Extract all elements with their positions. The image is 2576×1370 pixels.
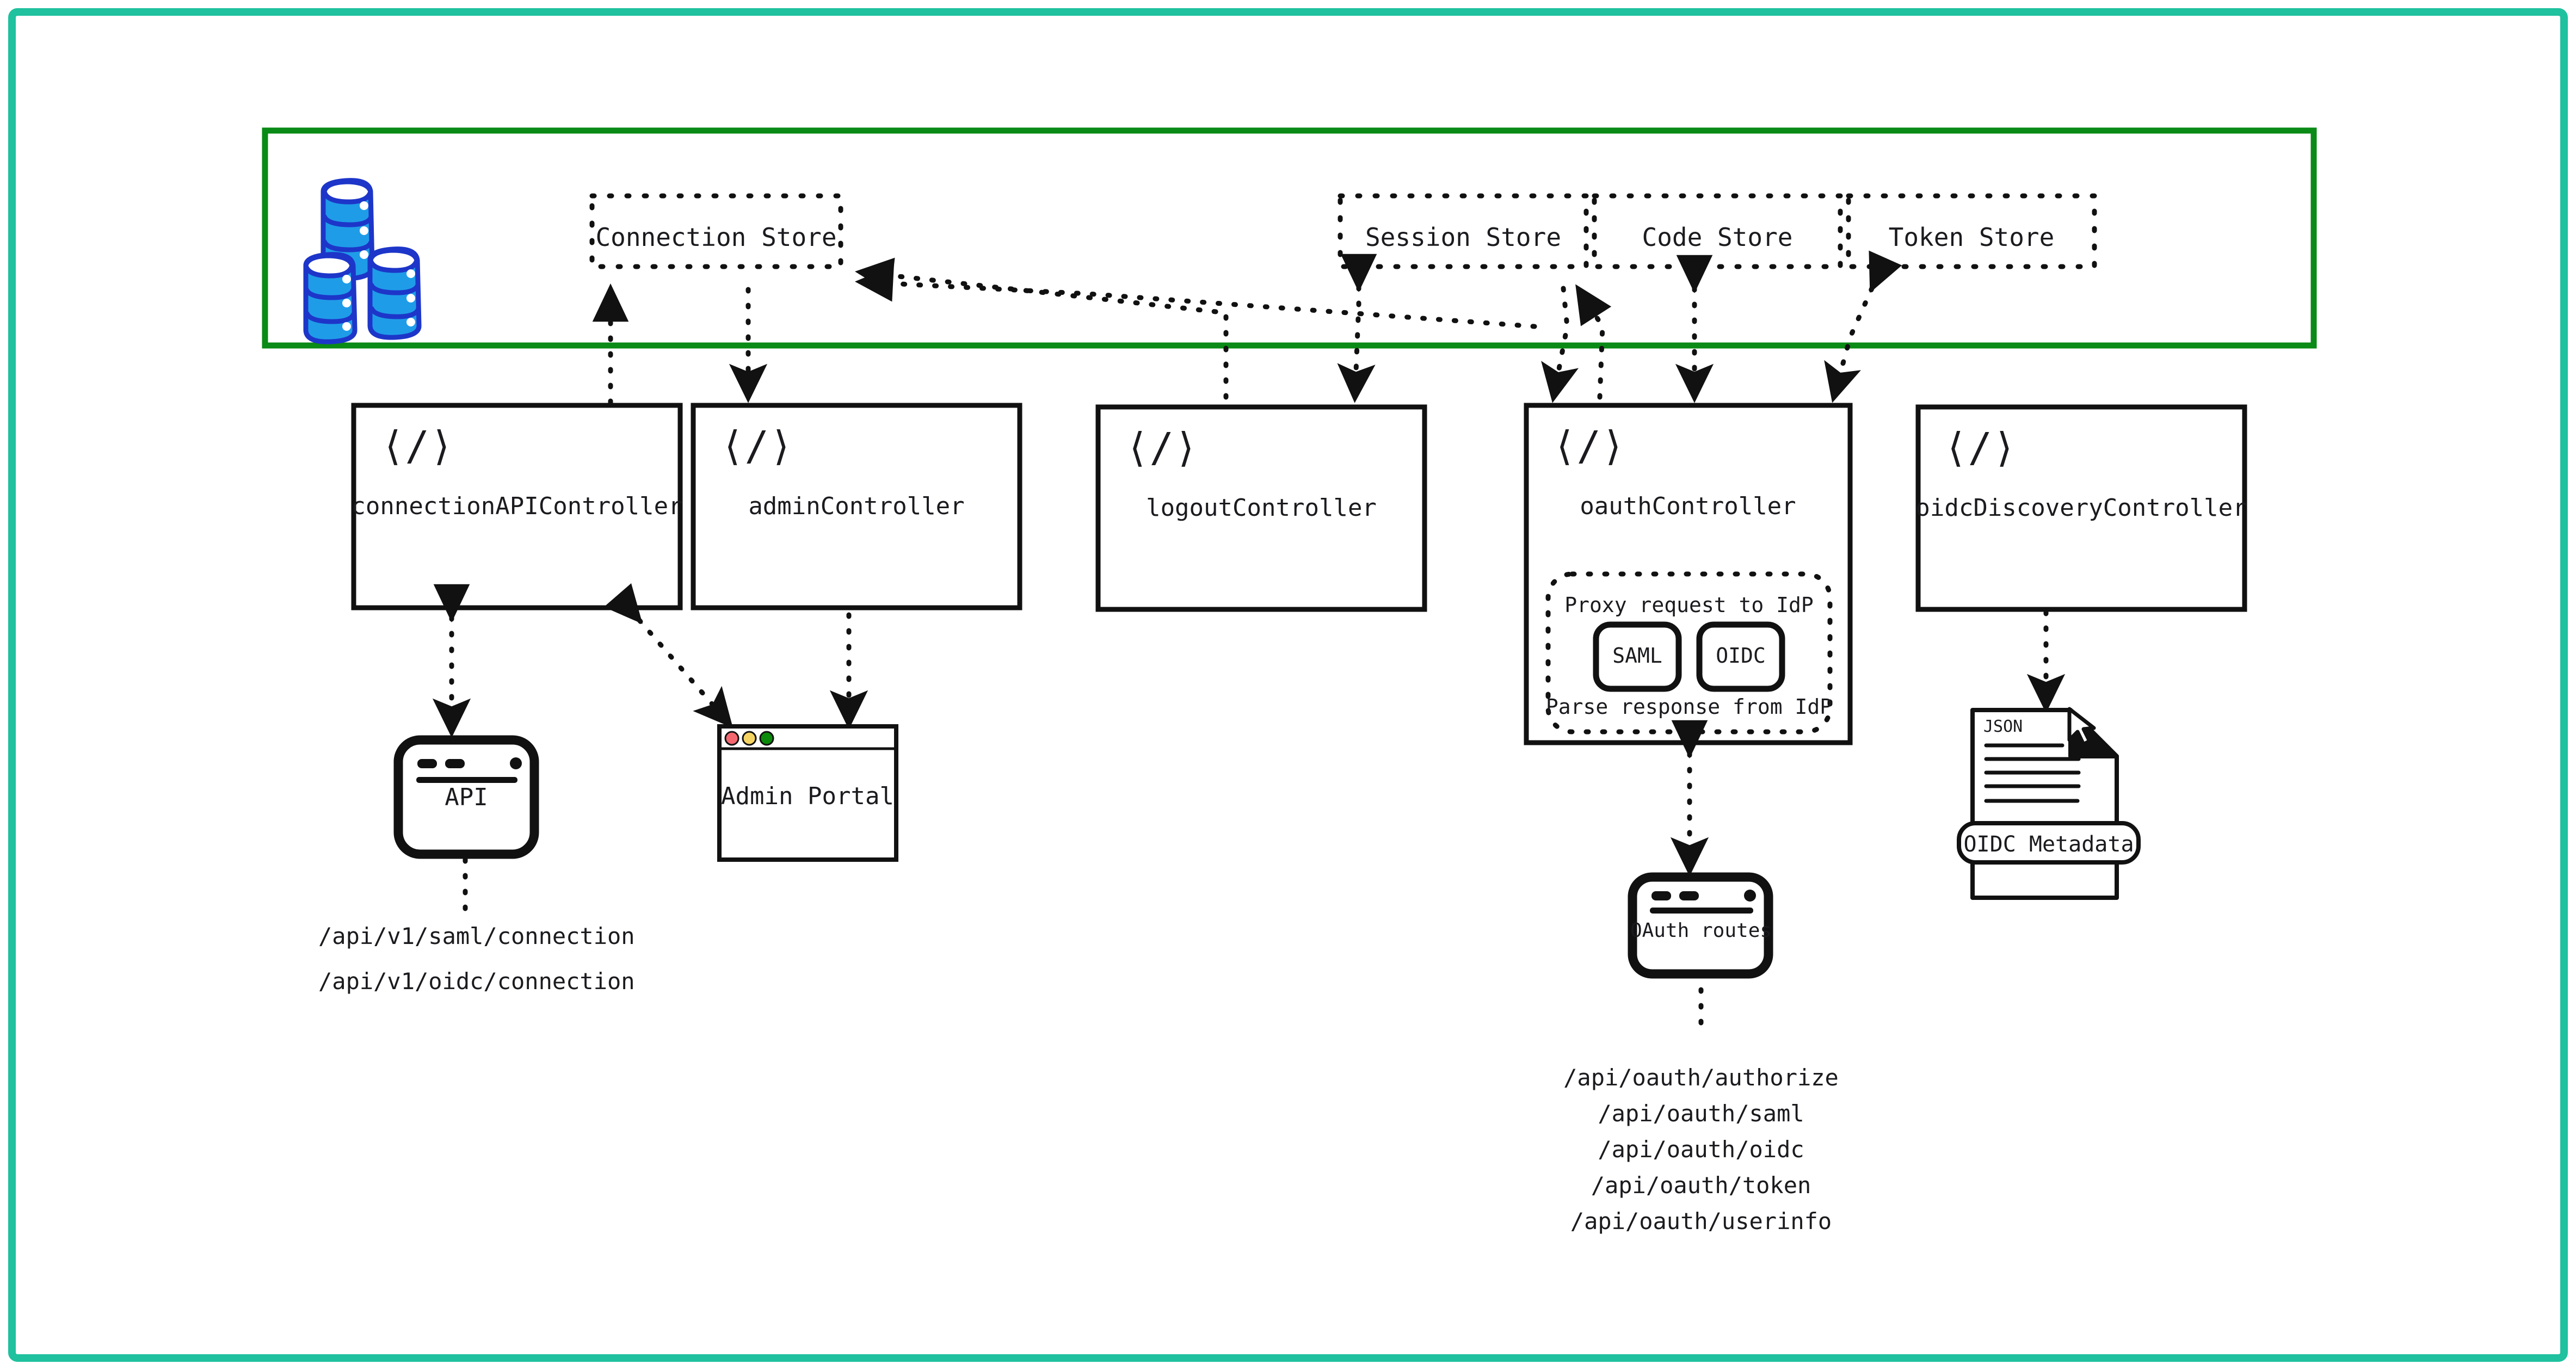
store-label: Code Store bbox=[1642, 223, 1793, 252]
protocol-chip-oidc[interactable]: OIDC bbox=[1696, 621, 1785, 692]
json-badge-label: JSON bbox=[1983, 717, 2023, 736]
controller-card-oauth-controller[interactable]: ⟨/⟩ oauthController Proxy request to IdP… bbox=[1524, 403, 1853, 745]
protocol-chip-saml[interactable]: SAML bbox=[1593, 621, 1682, 692]
oidc-metadata-label: OIDC Metadata bbox=[1963, 832, 2134, 857]
traffic-light-yellow bbox=[742, 731, 757, 746]
api-window-label: API bbox=[445, 783, 488, 811]
controller-card-oidc-discovery-controller[interactable]: ⟨/⟩ oidcDiscoveryController bbox=[1915, 404, 2247, 612]
oauth-routes-label: OAuth routes bbox=[1630, 919, 1772, 942]
idp-proxy-top-label: Proxy request to IdP bbox=[1564, 593, 1814, 617]
connection-endpoint: /api/v1/oidc/connection bbox=[318, 968, 635, 995]
code-brackets-icon: ⟨/⟩ bbox=[381, 423, 454, 470]
admin-portal-window[interactable]: Admin Portal bbox=[717, 724, 898, 862]
database-stack-icon bbox=[303, 178, 422, 344]
controller-card-admin-controller[interactable]: ⟨/⟩ adminController bbox=[691, 403, 1022, 610]
traffic-light-green bbox=[759, 731, 774, 746]
controller-label: oidcDiscoveryController bbox=[1915, 494, 2247, 522]
mouse-pointer-icon bbox=[2067, 707, 2096, 746]
controller-label: connectionAPIController bbox=[351, 492, 682, 520]
oauth-endpoint: /api/oauth/oidc bbox=[1598, 1136, 1804, 1163]
store-label: Session Store bbox=[1365, 223, 1561, 252]
api-window[interactable]: API bbox=[393, 735, 539, 859]
oauth-endpoint: /api/oauth/userinfo bbox=[1570, 1208, 1832, 1235]
controller-card-connection-api-controller[interactable]: ⟨/⟩ connectionAPIController bbox=[351, 403, 683, 610]
json-document-icon[interactable]: JSON bbox=[1970, 708, 2119, 900]
controller-label: logoutController bbox=[1146, 494, 1377, 522]
oauth-routes-window[interactable]: OAuth routes bbox=[1628, 872, 1773, 979]
store-group-container bbox=[262, 127, 2317, 349]
admin-portal-label: Admin Portal bbox=[721, 782, 894, 810]
outer-frame bbox=[8, 8, 2568, 1362]
code-brackets-icon: ⟨/⟩ bbox=[1125, 424, 1198, 471]
controller-card-logout-controller[interactable]: ⟨/⟩ logoutController bbox=[1095, 404, 1427, 612]
store-box-token-store[interactable]: Token Store bbox=[1846, 193, 2097, 269]
code-brackets-icon: ⟨/⟩ bbox=[720, 423, 793, 470]
store-box-session-store[interactable]: Session Store bbox=[1338, 193, 1589, 269]
store-label: Connection Store bbox=[595, 223, 836, 252]
idp-proxy-bottom-label: Parse response from IdP bbox=[1546, 695, 1832, 719]
code-brackets-icon: ⟨/⟩ bbox=[1552, 423, 1625, 470]
store-box-code-store[interactable]: Code Store bbox=[1592, 193, 1843, 269]
code-brackets-icon: ⟨/⟩ bbox=[1944, 424, 2017, 471]
traffic-light-red bbox=[724, 731, 739, 746]
store-box-connection-store[interactable]: Connection Store bbox=[589, 193, 843, 269]
connection-endpoint: /api/v1/saml/connection bbox=[318, 923, 635, 949]
controller-label: oauthController bbox=[1580, 492, 1796, 520]
protocol-label: OIDC bbox=[1716, 644, 1766, 668]
oidc-metadata-badge[interactable]: OIDC Metadata bbox=[1957, 821, 2141, 865]
idp-proxy-panel: Proxy request to IdP SAML OIDC Parse res… bbox=[1545, 571, 1833, 735]
controller-label: adminController bbox=[748, 492, 964, 520]
oauth-endpoint: /api/oauth/token bbox=[1591, 1172, 1811, 1199]
store-label: Token Store bbox=[1889, 223, 2055, 252]
oauth-endpoint: /api/oauth/authorize bbox=[1563, 1064, 1839, 1091]
oauth-endpoint: /api/oauth/saml bbox=[1598, 1100, 1804, 1127]
protocol-label: SAML bbox=[1612, 644, 1662, 668]
